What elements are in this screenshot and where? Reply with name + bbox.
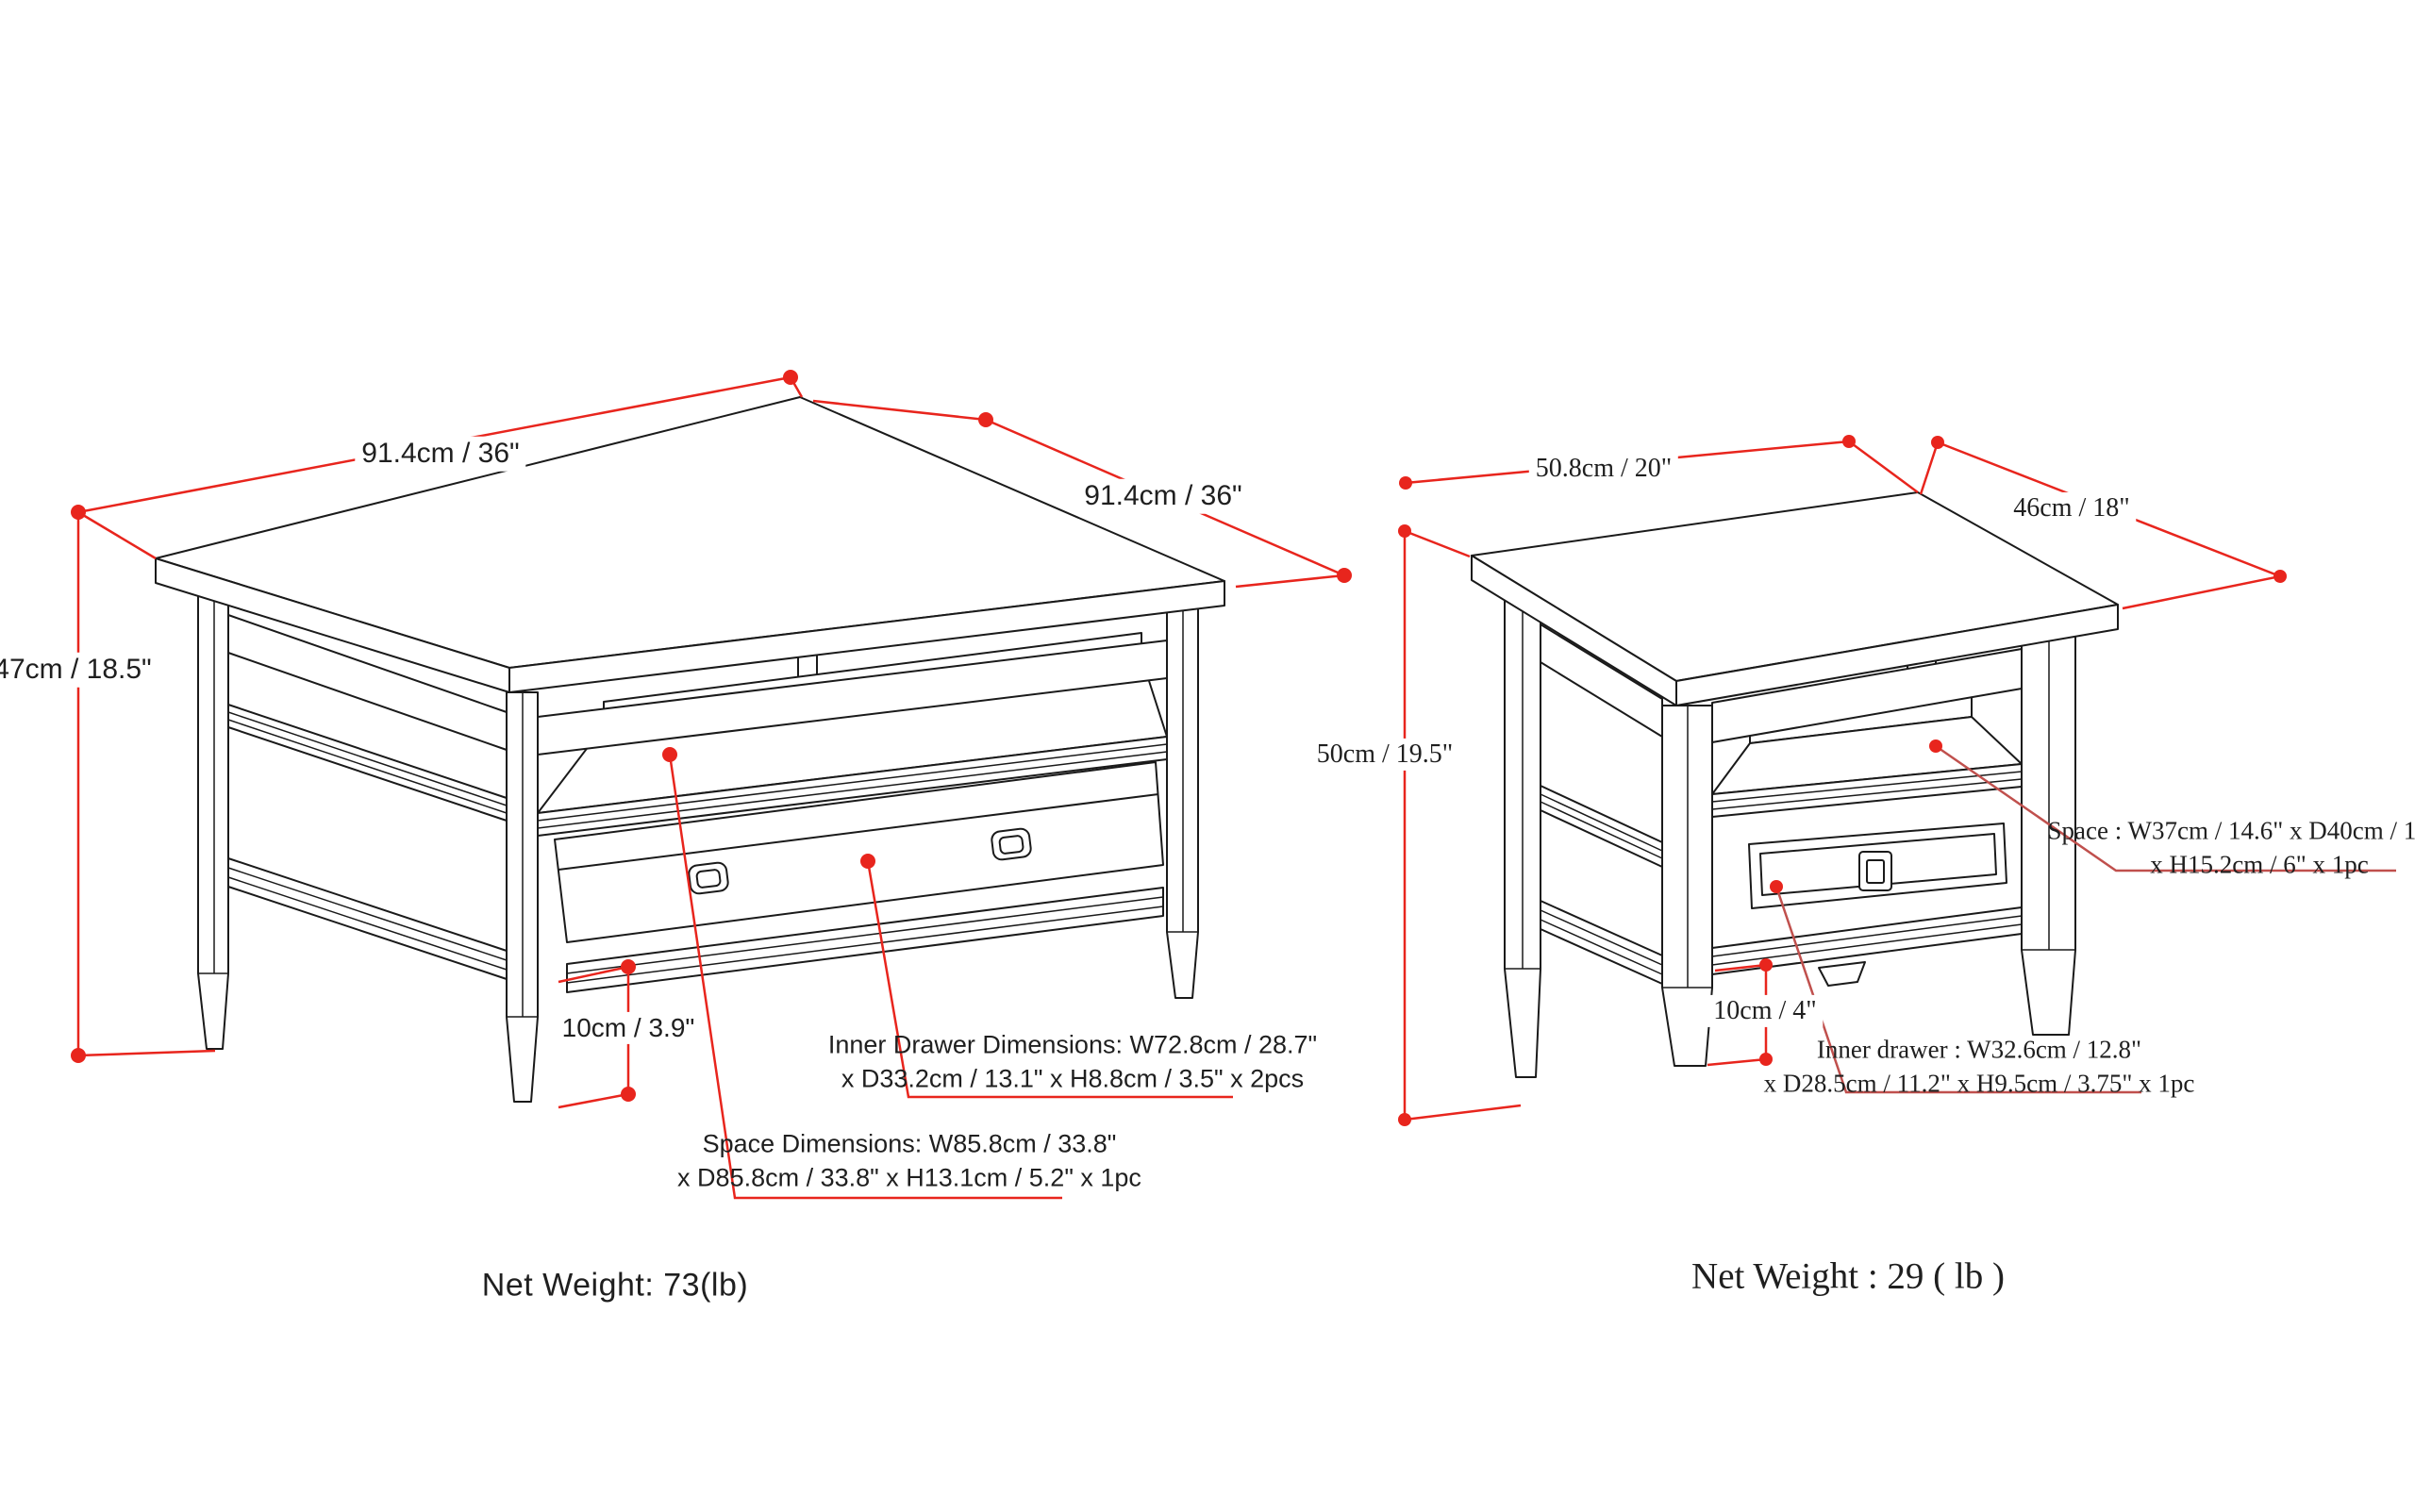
- coffee-drawer-handle-left: [688, 861, 729, 895]
- coffee-space-note: Space Dimensions: W85.8cm / 33.8" x D85.…: [671, 1126, 1148, 1197]
- end-space-note: Space : W37cm / 14.6" x D40cm / 15.75" x…: [2041, 813, 2415, 884]
- end-clearance-label: 10cm / 4": [1707, 994, 1824, 1028]
- coffee-inner-drawer-leader: [860, 854, 1233, 1099]
- coffee-space-leader: [662, 747, 1062, 1200]
- end-drawer-handle: [1858, 851, 1892, 891]
- coffee-inner-drawer-note-line2: x D33.2cm / 13.1" x H8.8cm / 3.5" x 2pcs: [841, 1065, 1305, 1093]
- end-net-weight: Net Weight : 29 ( lb ): [1685, 1254, 2011, 1300]
- end-space-note-line1: Space : W37cm / 14.6" x D40cm / 15.75": [2047, 816, 2415, 845]
- coffee-height-dimension: [71, 512, 216, 1063]
- end-height-dimension: [1398, 524, 1522, 1126]
- coffee-space-note-line2: x D85.8cm / 33.8" x H13.1cm / 5.2" x 1pc: [677, 1164, 1141, 1192]
- coffee-tabletop: [155, 396, 1225, 693]
- end-shelf-edge-left: [1540, 785, 1663, 868]
- coffee-depth-label: 91.4cm / 36": [1077, 478, 1249, 514]
- end-height-label: 50cm / 19.5": [1309, 738, 1460, 772]
- coffee-height-label: 47cm / 18.5": [0, 652, 158, 688]
- coffee-leg-right: [1166, 605, 1199, 999]
- end-table-drawing: [1471, 491, 2119, 1078]
- coffee-leg-front: [506, 691, 539, 1103]
- coffee-space-note-line1: Space Dimensions: W85.8cm / 33.8": [702, 1129, 1117, 1158]
- end-drawer: [1748, 822, 2007, 909]
- coffee-net-weight: Net Weight: 73(lb): [475, 1266, 756, 1305]
- end-space-leader: [1929, 739, 2396, 872]
- coffee-drawer-handle-right: [991, 827, 1032, 861]
- end-leg-back-left: [1504, 588, 1541, 1078]
- coffee-inner-drawer-note: Inner Drawer Dimensions: W72.8cm / 28.7"…: [822, 1027, 1324, 1098]
- coffee-drawer: [554, 761, 1164, 943]
- end-inner-drawer-note-line2: x D28.5cm / 11.2" x H9.5cm / 3.75" x 1pc: [1763, 1070, 2195, 1098]
- end-inner-drawer-note: Inner drawer : W32.6cm / 12.8" x D28.5cm…: [1757, 1032, 2202, 1103]
- end-tabletop: [1471, 491, 2119, 706]
- end-depth-label: 46cm / 18": [2007, 491, 2137, 525]
- end-width-label: 50.8cm / 20": [1528, 452, 1679, 486]
- coffee-clearance-dimension: [558, 959, 636, 1109]
- coffee-clearance-label: 10cm / 3.9": [555, 1011, 702, 1045]
- end-bottom-rail-left: [1540, 900, 1663, 985]
- coffee-table-drawing: [155, 396, 1225, 1103]
- coffee-bottom-rail-left: [227, 857, 508, 980]
- coffee-leg-back-left: [197, 582, 229, 1050]
- end-bottom-rail-right: [1711, 906, 2023, 987]
- end-dimensions: [1398, 435, 2396, 1126]
- end-inner-drawer-leader: [1770, 880, 2141, 1094]
- end-space-note-line2: x H15.2cm / 6" x 1pc: [2150, 851, 2369, 879]
- end-leg-front: [1661, 705, 1713, 1067]
- coffee-inner-drawer-note-line1: Inner Drawer Dimensions: W72.8cm / 28.7": [827, 1030, 1318, 1059]
- coffee-width-label: 91.4cm / 36": [355, 436, 526, 472]
- end-inner-drawer-note-line1: Inner drawer : W32.6cm / 12.8": [1816, 1035, 2142, 1064]
- coffee-bottom-rail-right: [566, 887, 1164, 993]
